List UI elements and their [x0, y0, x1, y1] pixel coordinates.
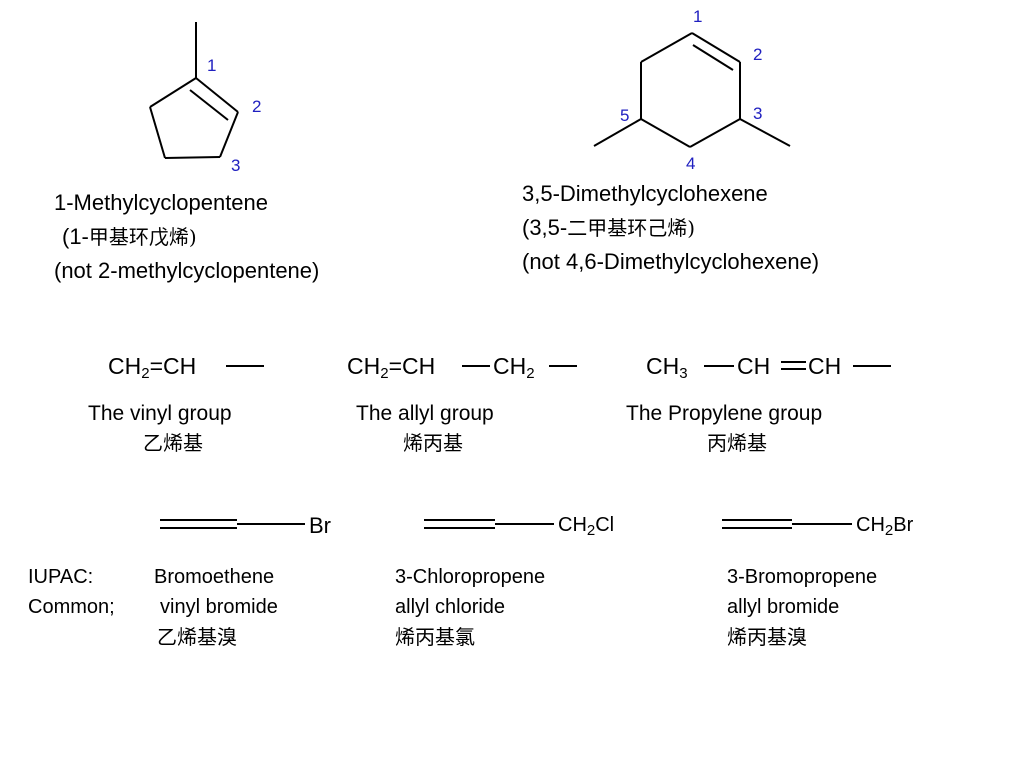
atom-number: 5 — [620, 106, 629, 125]
dimethylcyclohexene-cn: (3,5-二甲基环己烯) — [522, 211, 695, 245]
formula-atom: CH — [347, 353, 381, 379]
halide-bonds — [160, 519, 852, 529]
allyl-formula: CH2=CH — [347, 353, 435, 382]
methylcyclopentene-name: 1-Methylcyclopentene — [54, 190, 269, 215]
formula-atom: CH — [108, 353, 142, 379]
bromopropene-atom: CH2Br — [856, 514, 913, 539]
formula-subscript: 2 — [884, 522, 894, 539]
chloropropene-iupac: 3-Chloropropene — [395, 566, 546, 588]
bromoethene-atom: Br — [309, 513, 331, 538]
formula-subscript: 2 — [141, 365, 150, 382]
propylene-cn: 丙烯基 — [707, 431, 767, 455]
atom-number: 2 — [252, 97, 261, 116]
cn-prefix: (1- — [62, 224, 89, 249]
atom-number: 4 — [686, 154, 695, 173]
bromopropene-common: allyl bromide — [727, 596, 840, 618]
dimethylcyclohexene-name: 3,5-Dimethylcyclohexene — [522, 181, 768, 206]
allyl-cn: 烯丙基 — [403, 431, 463, 455]
atom-number: 1 — [207, 56, 216, 75]
bromoethene-cn: 乙烯基溴 — [157, 625, 237, 649]
formula-subscript: 3 — [679, 365, 688, 382]
bromopropene-iupac: 3-Bromopropene — [727, 566, 878, 588]
formula-bond: = — [388, 353, 403, 379]
iupac-label: IUPAC: — [28, 566, 94, 588]
cn-prefix: (3,5- — [522, 215, 568, 240]
vinyl-cn: 乙烯基 — [143, 431, 203, 455]
cn-name: 甲基环戊烯) — [88, 225, 197, 249]
allyl-label: The allyl group — [356, 402, 494, 425]
methylcyclopentene-note: (not 2-methylcyclopentene) — [54, 258, 320, 283]
formula-atom: Cl — [595, 514, 615, 536]
vinyl-label: The vinyl group — [88, 402, 232, 425]
formula-atom: CH — [163, 353, 197, 379]
vinyl-formula: CH2=CH — [108, 353, 196, 382]
propylene-label: The Propylene group — [626, 402, 823, 425]
chloropropene-atom: CH2Cl — [558, 514, 614, 539]
formula-atom: Br — [893, 514, 914, 536]
propylene-formula: CH3 — [646, 353, 688, 382]
methylcyclopentene-structure — [149, 22, 239, 159]
formula-atom: CH — [493, 353, 527, 379]
dimethylcyclohexene-note: (not 4,6-Dimethylcyclohexene) — [522, 249, 820, 274]
bromopropene-cn: 烯丙基溴 — [727, 625, 807, 649]
formula-atom: CH — [558, 514, 587, 536]
dimethylcyclohexene-structure — [593, 32, 791, 148]
chloropropene-cn: 烯丙基氯 — [395, 625, 475, 649]
propylene-formula-ch-end: CH — [808, 353, 842, 379]
formula-subscript: 2 — [526, 365, 535, 382]
common-label: Common; — [28, 596, 115, 618]
atom-number: 3 — [231, 156, 240, 175]
bromoethene-iupac: Bromoethene — [154, 566, 275, 588]
formula-bond: = — [149, 353, 164, 379]
group-bonds — [226, 361, 891, 370]
chloropropene-common: allyl chloride — [395, 596, 506, 618]
propylene-formula-ch: CH — [737, 353, 771, 379]
formula-atom: CH — [856, 514, 885, 536]
atom-number: 3 — [753, 104, 762, 123]
formula-atom: CH — [646, 353, 680, 379]
formula-atom: CH — [402, 353, 436, 379]
atom-number: 1 — [693, 7, 702, 26]
bromoethene-common: vinyl bromide — [160, 596, 278, 618]
atom-number: 2 — [753, 45, 762, 64]
formula-subscript: 2 — [586, 522, 596, 539]
allyl-formula-ch2: CH2 — [493, 353, 535, 382]
cn-name: 二甲基环己烯) — [567, 216, 696, 240]
formula-subscript: 2 — [380, 365, 389, 382]
methylcyclopentene-cn: (1-甲基环戊烯) — [62, 220, 197, 254]
